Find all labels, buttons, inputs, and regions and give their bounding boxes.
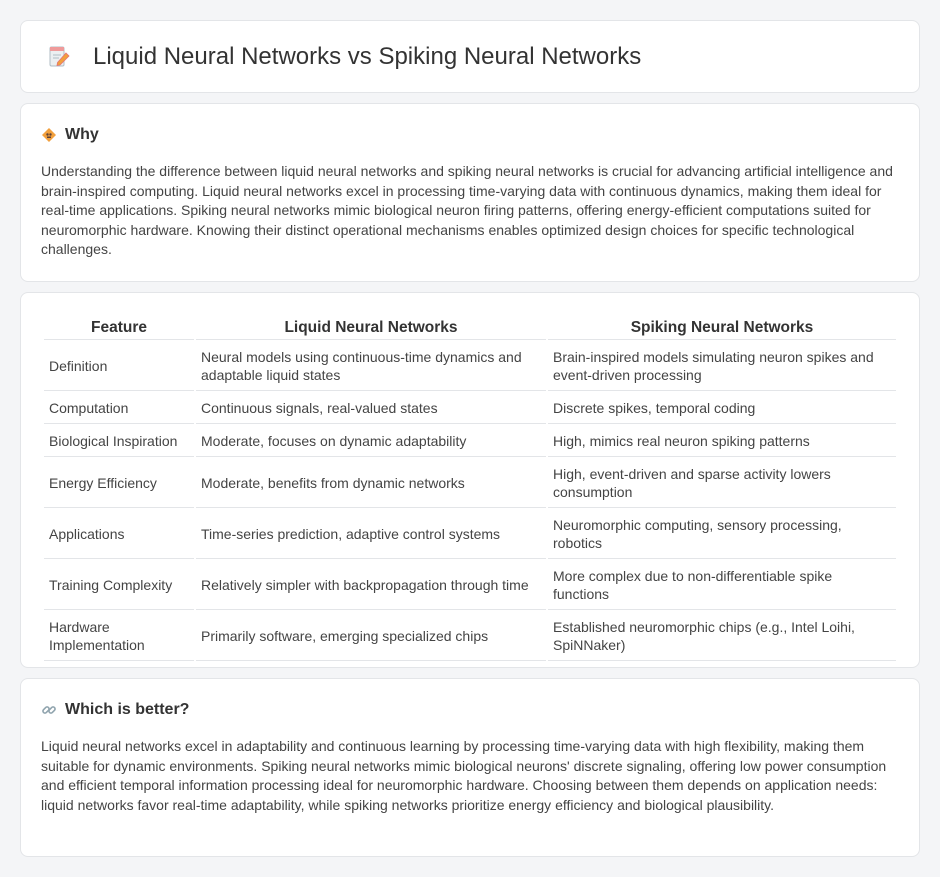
table-row: Applications Time-series prediction, ada… xyxy=(44,510,896,559)
better-section-header: Which is better? xyxy=(41,701,899,719)
liquid-cell: Neural models using continuous-time dyna… xyxy=(196,342,546,391)
table-row: Biological Inspiration Moderate, focuses… xyxy=(44,426,896,457)
table-header-row: Feature Liquid Neural Networks Spiking N… xyxy=(44,315,896,340)
feature-cell: Computation xyxy=(44,393,194,424)
feature-cell: Energy Efficiency xyxy=(44,459,194,508)
column-header-liquid: Liquid Neural Networks xyxy=(196,315,546,340)
better-text: Liquid neural networks excel in adaptabi… xyxy=(41,738,887,813)
liquid-cell: Time-series prediction, adaptive control… xyxy=(196,510,546,559)
table-row: Hardware Implementation Primarily softwa… xyxy=(44,612,896,661)
feature-cell: Applications xyxy=(44,510,194,559)
liquid-cell: Continuous signals, real-valued states xyxy=(196,393,546,424)
which-is-better-section: Which is better? Liquid neural networks … xyxy=(20,678,920,857)
why-title: Why xyxy=(65,126,99,143)
page-title: Liquid Neural Networks vs Spiking Neural… xyxy=(93,42,642,70)
table-row: Computation Continuous signals, real-val… xyxy=(44,393,896,424)
document-pencil-icon xyxy=(49,46,70,66)
header-card: Liquid Neural Networks vs Spiking Neural… xyxy=(20,20,920,93)
link-icon xyxy=(42,706,56,714)
liquid-cell: Relatively simpler with backpropagation … xyxy=(196,561,546,610)
why-text: Understanding the difference between liq… xyxy=(41,163,893,257)
spiking-cell: Established neuromorphic chips (e.g., In… xyxy=(548,612,896,661)
diamond-sign-icon xyxy=(42,128,56,142)
column-header-feature: Feature xyxy=(44,315,194,340)
table-row: Training Complexity Relatively simpler w… xyxy=(44,561,896,610)
feature-cell: Definition xyxy=(44,342,194,391)
table-row: Energy Efficiency Moderate, benefits fro… xyxy=(44,459,896,508)
why-section-header: Why xyxy=(41,126,899,144)
feature-cell: Biological Inspiration xyxy=(44,426,194,457)
feature-cell: Hardware Implementation xyxy=(44,612,194,661)
spiking-cell: Discrete spikes, temporal coding xyxy=(548,393,896,424)
spiking-cell: High, mimics real neuron spiking pattern… xyxy=(548,426,896,457)
liquid-cell: Moderate, benefits from dynamic networks xyxy=(196,459,546,508)
comparison-table: Feature Liquid Neural Networks Spiking N… xyxy=(42,313,898,663)
comparison-table-card: Feature Liquid Neural Networks Spiking N… xyxy=(20,292,920,668)
table-row: Definition Neural models using continuou… xyxy=(44,342,896,391)
spiking-cell: Neuromorphic computing, sensory processi… xyxy=(548,510,896,559)
spiking-cell: High, event-driven and sparse activity l… xyxy=(548,459,896,508)
liquid-cell: Moderate, focuses on dynamic adaptabilit… xyxy=(196,426,546,457)
spiking-cell: More complex due to non-differentiable s… xyxy=(548,561,896,610)
column-header-spiking: Spiking Neural Networks xyxy=(548,315,896,340)
better-title: Which is better? xyxy=(65,701,190,718)
why-section: Why Understanding the difference between… xyxy=(20,103,920,282)
liquid-cell: Primarily software, emerging specialized… xyxy=(196,612,546,661)
feature-cell: Training Complexity xyxy=(44,561,194,610)
spiking-cell: Brain-inspired models simulating neuron … xyxy=(548,342,896,391)
